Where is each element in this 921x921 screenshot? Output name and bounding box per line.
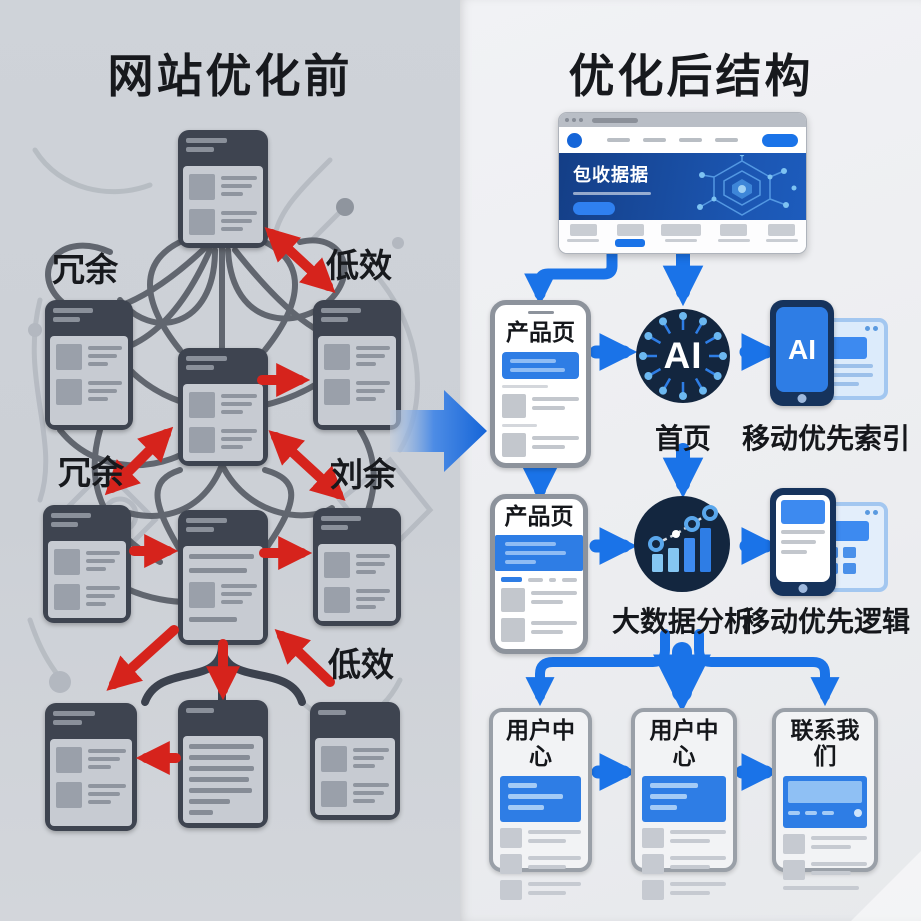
nav-cta-button <box>762 133 798 147</box>
ai-badge: AI <box>663 335 703 376</box>
product-page-label: 产品页 <box>506 319 575 346</box>
browser-footer-cards <box>559 220 806 253</box>
analytics-circle <box>630 492 734 596</box>
label-inefficient-bottom: 低效 <box>328 646 394 683</box>
mobile-first-logic-caption: 移动优先逻辑 <box>741 606 910 637</box>
page-card <box>45 300 133 430</box>
window-dot <box>579 118 583 122</box>
hex-tech-graphic <box>697 155 797 216</box>
content-phone-icon <box>770 488 836 596</box>
browser-window: 包收据据 <box>558 112 807 254</box>
phone-hero-block <box>495 535 583 572</box>
phone-hero-block <box>502 351 579 379</box>
hero-button <box>573 202 615 215</box>
contact-us-card: 联系我们 <box>772 708 878 890</box>
phone-ai-screen: AI <box>776 307 828 392</box>
mobile-first-index-icon: AI <box>770 300 888 412</box>
browser-titlebar <box>559 113 806 127</box>
card-hero-block <box>642 775 726 822</box>
hero-subtitle-line <box>573 192 651 195</box>
ai-homepage-circle: AI <box>628 301 738 411</box>
homepage-caption: 首页 <box>654 423 711 454</box>
mobile-first-logic-icon <box>770 488 888 600</box>
mobile-first-index-caption: 移动优先索引 <box>741 423 910 454</box>
page-card <box>178 700 268 828</box>
page-card <box>45 703 137 831</box>
card-label: 用户中心 <box>649 717 719 770</box>
page-card <box>313 300 401 430</box>
page-card <box>43 505 131 623</box>
tablet-card-icon <box>816 502 888 592</box>
ai-phone-icon: AI <box>770 300 834 406</box>
product-page-label: 产品页 <box>504 503 574 529</box>
window-dot <box>572 118 576 122</box>
card-hero-block <box>500 775 581 822</box>
product-page-phone-2: 产品页 <box>490 494 588 654</box>
label-inefficient-top: 低效 <box>326 247 392 284</box>
user-center-card-2: 用户中心 <box>631 708 737 900</box>
before-title: 网站优化前 <box>107 50 353 102</box>
user-center-card-1: 用户中心 <box>489 708 592 900</box>
product-page-phone-1: 产品页 <box>490 300 591 468</box>
page-card <box>178 348 268 466</box>
page-card <box>310 702 400 820</box>
ai-circuit-icon <box>636 309 730 403</box>
after-title: 优化后结构 <box>568 50 814 102</box>
window-dot <box>565 118 569 122</box>
site-logo <box>567 132 582 148</box>
page-card <box>313 508 401 626</box>
url-bar <box>592 117 638 123</box>
contact-form-block <box>783 775 867 828</box>
nav-links <box>590 138 754 142</box>
page-card <box>178 130 268 248</box>
bar-chart-icon <box>634 496 730 592</box>
hero-title: 包收据据 <box>573 165 649 185</box>
analytics-caption: 大数据分析 <box>611 606 752 637</box>
card-label: 联系我们 <box>790 717 860 770</box>
page-card <box>178 510 268 645</box>
card-label: 用户中心 <box>506 717 575 770</box>
footer-button <box>615 239 646 247</box>
label-redundant-top: 冗余 <box>52 251 118 288</box>
browser-nav <box>559 127 806 153</box>
hero-banner: 包收据据 <box>559 153 806 220</box>
